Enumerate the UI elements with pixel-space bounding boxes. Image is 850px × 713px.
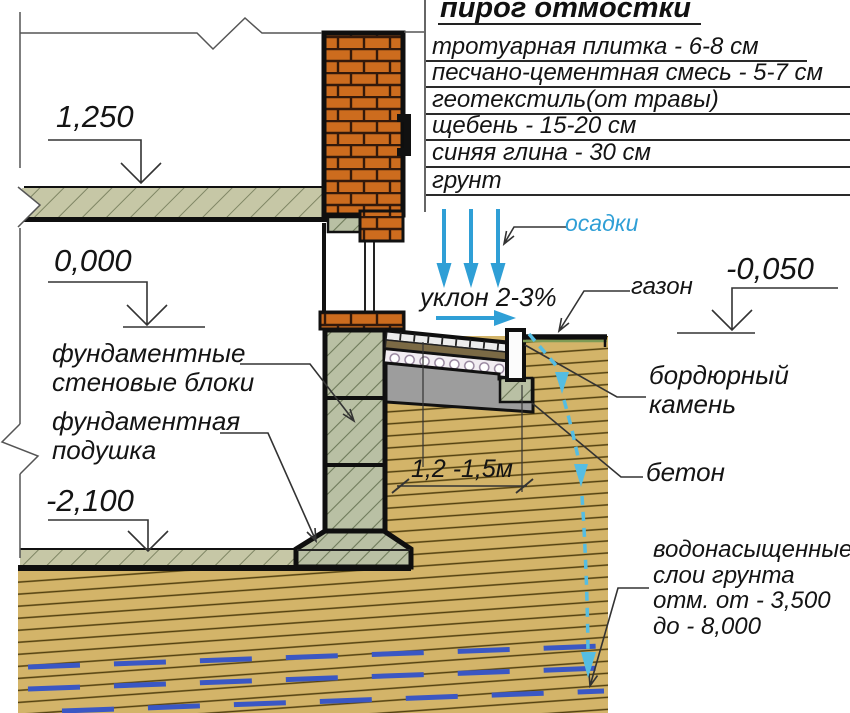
basement-floor-slab [20, 548, 297, 566]
leader-foundation-pad [220, 432, 317, 544]
brick-sill [318, 310, 406, 331]
label-lawn: газон [631, 273, 693, 300]
floor-slab-1250 [17, 186, 328, 228]
label-concrete: бетон [646, 457, 725, 487]
slope-arrow [436, 310, 516, 326]
label-blind-area-width: 1,2 -1,5м [411, 455, 513, 483]
elevation-mark-0050 [677, 287, 838, 334]
legend-item-paving-tile: тротуарная плитка - 6-8 см [426, 26, 807, 62]
label-saturated-soil: водонасыщенные слои грунта отм. от - 3,5… [653, 536, 850, 641]
leader-foundation-blocks [240, 363, 356, 423]
elevation-mark-2100 [48, 519, 169, 553]
elevation-value-1250: 1,250 [56, 99, 134, 134]
wall-bracket [397, 114, 411, 156]
elevation-value-0000: 0,000 [54, 243, 132, 278]
elevation-marks [48, 139, 838, 553]
legend-title: пирог отмостки [438, 0, 702, 25]
legend-item-blue-clay: синяя глина - 30 см [426, 141, 850, 168]
infiltration-path [527, 332, 596, 678]
blind-area-layers [382, 328, 517, 379]
leader-lawn [557, 290, 630, 333]
elevation-value-2100: -2,100 [46, 483, 134, 518]
label-curb-stone: бордюрный камень [649, 360, 789, 420]
slab-break-notch [18, 186, 40, 228]
label-foundation-blocks: фундаментные стеновые блоки [52, 338, 255, 398]
legend-item-soil: грунт [426, 168, 850, 196]
leader-lines [220, 226, 649, 689]
legend-item-gravel: щебень - 15-20 см [426, 114, 850, 141]
geotextile-line [384, 347, 513, 363]
legend-item-sand-cement: песчано-цементная смесь - 5-7 см [426, 61, 850, 88]
groundwater-layer-lines [27, 643, 605, 713]
blind-area-legend: тротуарная плитка - 6-8 см песчано-цемен… [426, 26, 850, 196]
elevation-mark-1250 [48, 139, 162, 185]
leader-concrete [531, 402, 643, 478]
section-cut-lines [0, 12, 424, 558]
label-slope: уклон 2-3% [420, 282, 557, 312]
window-frame [364, 240, 375, 313]
lawn-surface [523, 334, 607, 347]
foundation-wall-blocks [322, 327, 388, 534]
curb-stone [505, 328, 526, 382]
label-precipitation: осадки [565, 210, 639, 236]
dimension-blind-area [391, 342, 534, 494]
leader-precipitation [502, 226, 566, 246]
leader-saturated [588, 587, 649, 689]
label-foundation-pad: фундаментная подушка [52, 406, 241, 466]
legend-item-geotextile: геотекстиль(от травы) [426, 88, 850, 115]
brick-wall [321, 30, 406, 243]
elevation-value-0050: -0,050 [726, 251, 814, 286]
elevation-mark-0000 [48, 281, 205, 328]
precipitation-arrows [436, 209, 506, 288]
